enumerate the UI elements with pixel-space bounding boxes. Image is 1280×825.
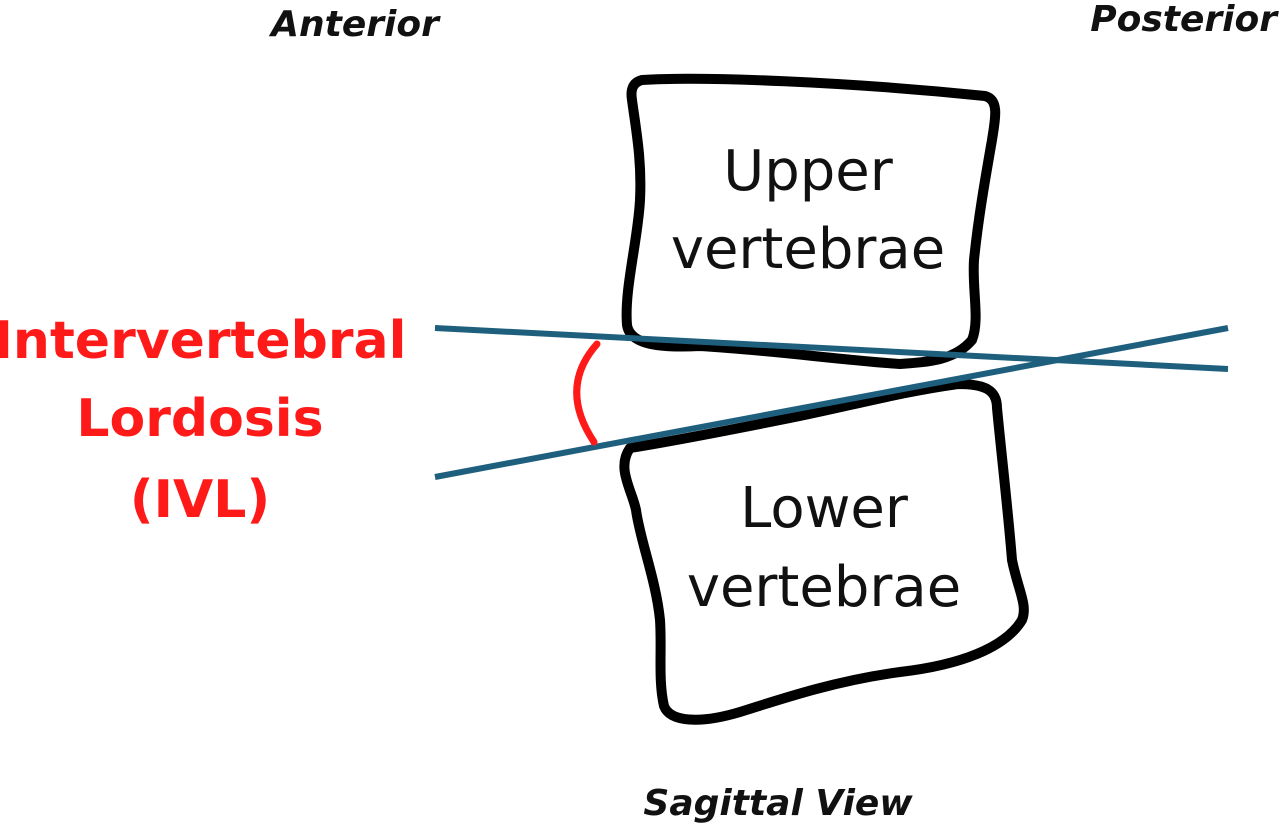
upper-vertebra-label-line1: Upper	[723, 139, 894, 204]
lower-vertebra-label-line2: vertebrae	[687, 555, 961, 620]
ivl-label-line2: Lordosis	[76, 389, 323, 449]
anterior-label: Anterior	[268, 4, 441, 45]
posterior-label: Posterior	[1090, 0, 1279, 40]
upper-vertebra-label-line2: vertebrae	[671, 217, 945, 282]
ivl-label-line1: Intervertebral	[0, 311, 406, 371]
view-label: Sagittal View	[643, 783, 913, 824]
upper-endplate-line	[434, 325, 1229, 372]
ivl-angle-arc	[573, 340, 601, 446]
lower-vertebra-label-line1: Lower	[740, 476, 909, 541]
upper-vertebra-outline	[621, 73, 1001, 369]
lower-vertebra-outline	[619, 379, 1029, 725]
lower-endplate-line	[434, 325, 1229, 480]
ivl-label-line3: (IVL)	[130, 470, 270, 530]
